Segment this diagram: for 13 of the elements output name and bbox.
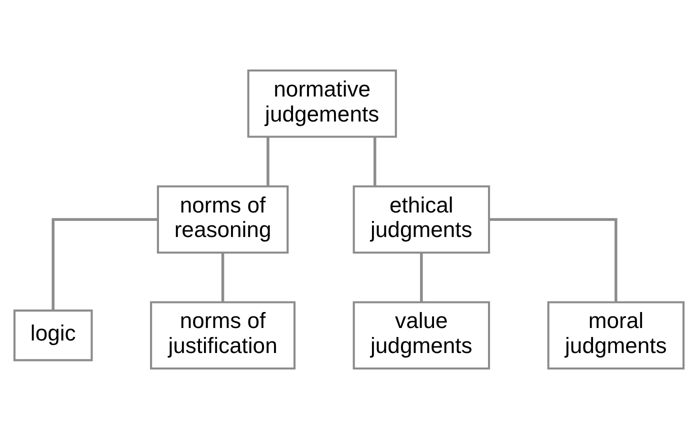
node-box: norms of reasoning [156,185,289,254]
node-box: normative judgements [247,69,397,138]
connector [221,253,224,302]
node-box: norms of justification [150,301,296,370]
connector [52,218,158,310]
node-box: moral judgments [547,301,685,370]
node-box: value judgments [352,301,490,370]
node-box: logic [13,310,93,362]
connector [489,218,618,302]
connector [373,137,376,186]
connector [266,137,270,186]
connector [420,253,423,302]
node-box: ethical judgments [352,185,490,254]
